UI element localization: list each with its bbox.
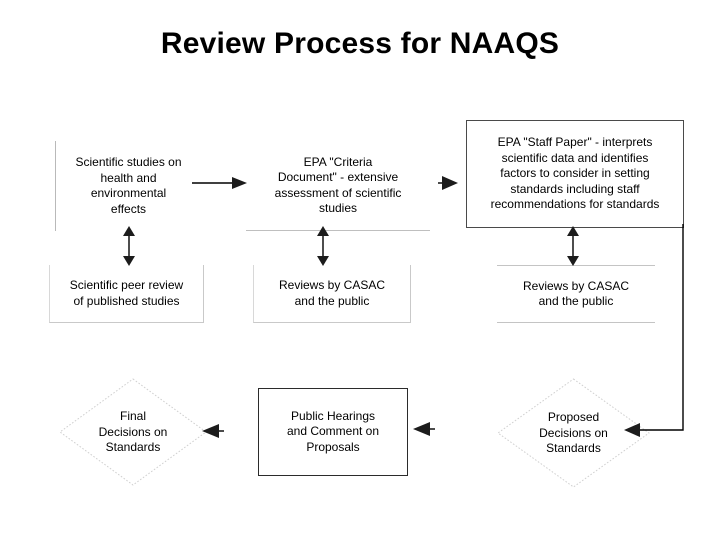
node-label: Proposed Decisions on Standards [539,409,608,455]
node-casac-review-right[interactable]: Reviews by CASAC and the public [497,265,655,323]
connector-studies-to-criteria [192,172,248,194]
connector-staffpaper-casac [562,226,584,266]
node-label: Final Decisions on Standards [98,408,168,454]
connector-proposed-to-hearings [408,418,436,440]
node-label: Reviews by CASAC and the public [278,278,386,308]
node-label: EPA "Criteria Document" - extensive asse… [274,154,402,216]
connector-criteria-casac [312,226,334,266]
node-final-decisions[interactable]: Final Decisions on Standards [59,378,207,486]
node-casac-review-center[interactable]: Reviews by CASAC and the public [253,265,411,323]
node-public-hearings[interactable]: Public Hearings and Comment on Proposals [258,388,408,476]
node-label: Scientific peer review of published stud… [69,278,184,308]
connector-criteria-to-staffpaper [438,172,464,194]
node-peer-review[interactable]: Scientific peer review of published stud… [49,265,204,323]
node-label: Reviews by CASAC and the public [522,278,630,309]
node-criteria-document[interactable]: EPA "Criteria Document" - extensive asse… [246,141,430,231]
diamond-shape-icon [59,378,207,486]
node-label: EPA "Staff Paper" - interprets scientifi… [490,135,660,212]
node-scientific-studies[interactable]: Scientific studies on health and environ… [55,141,201,231]
page-title: Review Process for NAAQS [160,27,560,60]
connector-studies-peerreview [118,226,140,266]
diamond-shape-icon [497,378,650,488]
node-staff-paper[interactable]: EPA "Staff Paper" - interprets scientifi… [466,120,684,228]
node-label: Scientific studies on health and environ… [75,155,182,216]
connector-staffpaper-to-proposed [614,222,710,438]
node-proposed-decisions[interactable]: Proposed Decisions on Standards [497,378,650,488]
node-label: Public Hearings and Comment on Proposals [286,408,380,454]
connector-hearings-to-final [197,420,225,442]
